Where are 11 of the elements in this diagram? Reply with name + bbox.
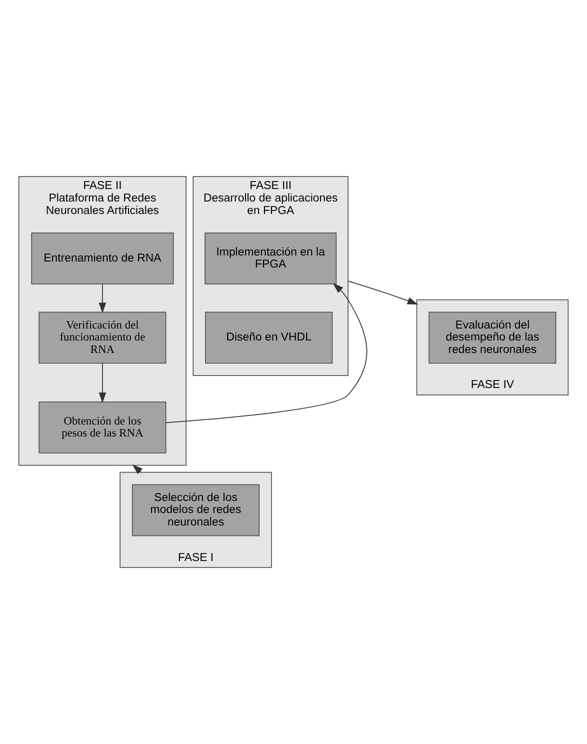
arrow (166, 283, 368, 424)
arrow (348, 280, 418, 305)
arrow (98, 362, 106, 404)
node-box: Verificación del funcionamiento de RNA (38, 312, 166, 364)
node-box: Implementación en la FPGA (204, 232, 337, 284)
arrow (98, 284, 106, 314)
node-box: Evaluación del desempeño de las redes neuronales (428, 312, 556, 364)
node-box: Obtención de los pesos de las RNA (38, 402, 166, 454)
node-box: Selección de los modelos de redes neuronales (132, 484, 260, 536)
node-box: Entrenamiento de RNA (31, 232, 174, 284)
node-box: Diseño en VHDL (205, 312, 333, 364)
